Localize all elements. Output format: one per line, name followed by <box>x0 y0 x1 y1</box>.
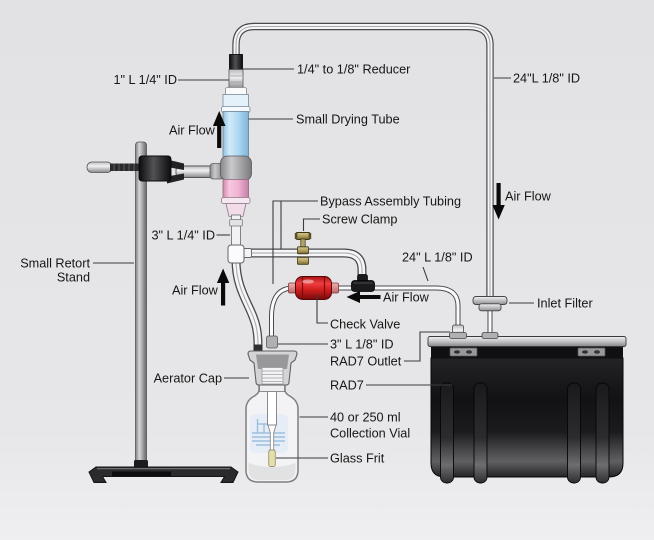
screw-clamp-upper-nut <box>297 246 309 255</box>
label-glass-frit: Glass Frit <box>330 452 385 466</box>
bypass-tube <box>240 248 367 280</box>
screw-clamp-lower-nut <box>297 256 309 265</box>
label-air-flow-drying-tube: Air Flow <box>169 124 216 138</box>
glass-frit <box>268 449 276 467</box>
cross-fitting <box>227 244 245 264</box>
air-flow-down-arrow-right <box>492 183 505 220</box>
inlet-filter-disc-upper <box>472 296 508 305</box>
label-rad7: RAD7 <box>330 379 364 393</box>
label-bypass-tubing: Bypass Assembly Tubing <box>320 195 461 209</box>
stand-base-slot <box>112 471 171 476</box>
drying-tube-ring-bottom <box>221 197 251 204</box>
label-inlet-filter: Inlet Filter <box>537 297 593 311</box>
retort-stand <box>88 141 239 483</box>
rad7-lid <box>427 336 627 347</box>
label-air-flow-vial: Air Flow <box>172 284 219 298</box>
inlet-filter-disc-lower <box>478 303 502 312</box>
clamp-knob <box>86 161 113 173</box>
rad7-detector <box>427 324 627 484</box>
cap-port-right-fitting <box>266 335 278 349</box>
label-screw-clamp: Screw Clamp <box>322 213 397 227</box>
vial-label-artwork <box>252 419 285 446</box>
label-rad7-outlet: RAD7 Outlet <box>330 355 402 369</box>
clamp-boss <box>138 155 172 182</box>
label-air-flow-check-valve: Air Flow <box>383 291 430 305</box>
label-3in-quarter-tube: 3" L 1/4" ID <box>151 229 215 243</box>
stand-pole-collar <box>134 460 148 468</box>
vial-riser-tube <box>231 259 263 351</box>
inlet-filter <box>472 296 508 339</box>
label-collection-vial-line1: 40 or 250 ml <box>330 411 401 425</box>
labels: 1" L 1/4" ID 1/4" to 1/8" Reducer 24"L 1… <box>20 63 593 466</box>
label-check-valve: Check Valve <box>330 318 400 332</box>
drying-tube-center-boss <box>220 155 252 181</box>
cap-threaded-collar <box>261 367 284 385</box>
drying-tube-desiccant-blue <box>222 111 249 159</box>
vial-bottom-shading <box>248 463 296 480</box>
label-retort-stand-line2: Stand <box>57 271 90 285</box>
label-collection-vial-line2: Collection Vial <box>330 427 410 441</box>
inlet-port-flange <box>481 332 499 339</box>
check-valve-body <box>295 276 332 300</box>
cap-insert <box>256 354 289 369</box>
drying-tube-assembly <box>209 54 252 264</box>
stem-fitting <box>229 219 243 227</box>
rad7-latch-plates <box>449 347 606 357</box>
label-24in-tube-mid: 24" L 1/8" ID <box>402 251 473 265</box>
aerator-cap <box>247 335 298 386</box>
clamp-threaded-rod <box>110 163 141 171</box>
rad7-legs <box>440 382 610 484</box>
air-flow-up-arrow-vial <box>216 268 230 306</box>
screw-clamp-head <box>295 232 311 240</box>
label-drying-tube: Small Drying Tube <box>296 113 400 127</box>
tube-24in-long <box>232 22 494 298</box>
check-valve <box>288 276 339 300</box>
label-24in-tube-right: 24"L 1/8" ID <box>513 72 580 86</box>
label-3in-eighth-tube: 3" L 1/8" ID <box>330 338 394 352</box>
label-1in-tube: 1" L 1/4" ID <box>113 73 177 87</box>
drying-tube-desiccant-pink <box>222 179 249 200</box>
drying-tube-bottom-cap <box>225 203 247 217</box>
rad7-body <box>430 357 624 478</box>
air-flow-left-arrow-check-valve <box>346 291 381 303</box>
label-aerator-cap: Aerator Cap <box>154 372 222 386</box>
leader-lines <box>93 68 534 459</box>
tee-fitting <box>351 274 375 292</box>
label-reducer: 1/4" to 1/8" Reducer <box>297 63 411 77</box>
screw-clamp <box>294 232 312 265</box>
label-air-flow-right: Air Flow <box>505 190 552 204</box>
air-flow-up-arrow-drying-tube <box>212 111 226 148</box>
rad7-top-band <box>431 346 623 359</box>
reducer-fitting <box>229 54 243 71</box>
stand-pole <box>135 141 147 467</box>
label-retort-stand-line1: Small Retort <box>20 257 90 271</box>
tube-1in-segment <box>228 69 244 90</box>
